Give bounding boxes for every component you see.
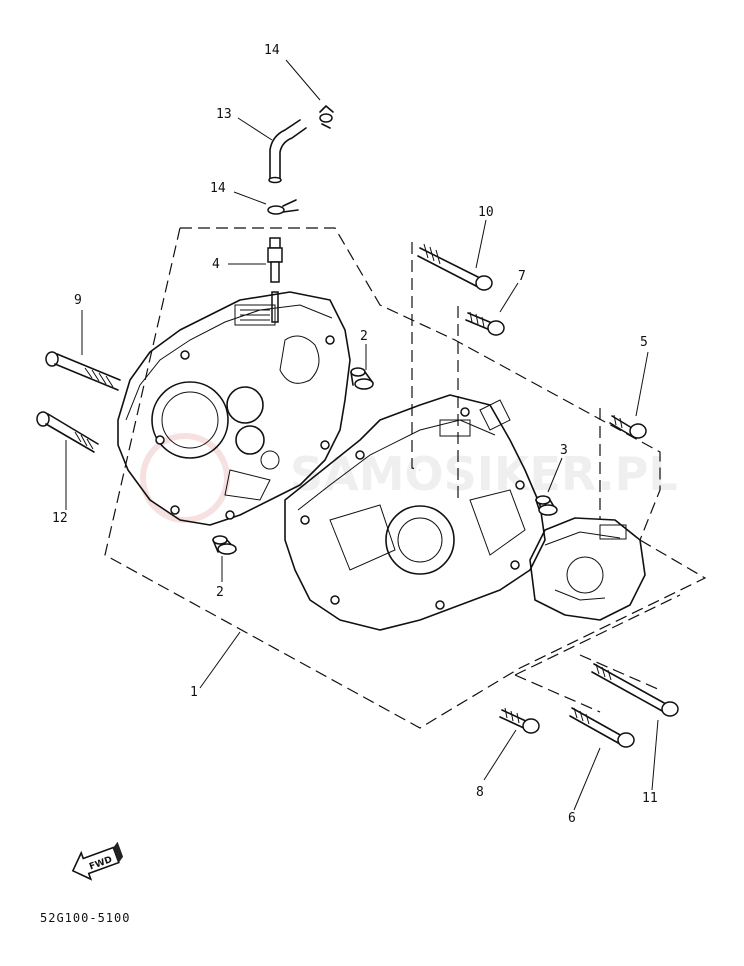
callout-13: 13 xyxy=(216,107,232,122)
dowel-pin-upper xyxy=(350,367,374,390)
dowel-pin-lower xyxy=(212,535,237,555)
crankcase-left xyxy=(117,291,351,526)
callout-6: 6 xyxy=(568,811,576,826)
bolt-10 xyxy=(417,243,493,291)
cover-part xyxy=(529,517,646,621)
bolt10-guide xyxy=(411,242,421,471)
callout-9: 9 xyxy=(74,293,82,308)
clip-part-lower xyxy=(267,199,299,215)
bolt-lower-guides xyxy=(514,594,681,713)
callout-14-top: 14 xyxy=(264,43,280,58)
callout-11: 11 xyxy=(642,791,658,806)
callout-4: 4 xyxy=(212,257,220,272)
leader-lines xyxy=(65,59,659,811)
hose-part xyxy=(268,119,307,184)
callout-2-lower: 2 xyxy=(216,585,224,600)
callout-14-lower: 14 xyxy=(210,181,226,196)
bolt-12 xyxy=(36,411,99,453)
callout-10: 10 xyxy=(478,205,494,220)
callout-12: 12 xyxy=(52,511,68,526)
clip-part-top xyxy=(319,105,334,129)
bolt-8 xyxy=(499,707,540,734)
bolt-5 xyxy=(609,414,647,439)
diagram-code: 52G100-5100 xyxy=(40,911,130,925)
callout-5: 5 xyxy=(640,335,648,350)
bolt-7 xyxy=(465,311,505,336)
bolt-9 xyxy=(45,351,121,391)
watermark-text: SAMOSIKER.PL xyxy=(290,447,678,501)
callout-3: 3 xyxy=(560,443,568,458)
bolt-6 xyxy=(569,707,635,748)
callout-1: 1 xyxy=(190,685,198,700)
callout-8: 8 xyxy=(476,785,484,800)
dowel-pin-3 xyxy=(535,495,558,516)
bolt-11 xyxy=(591,663,679,717)
forward-arrow-icon: FWD xyxy=(71,841,124,881)
watermark: SAMOSIKER.PL xyxy=(140,433,678,523)
callout-7: 7 xyxy=(518,269,526,284)
assembly-boundary xyxy=(104,227,707,729)
callout-2-upper: 2 xyxy=(360,329,368,344)
crankcase-right xyxy=(284,394,546,631)
